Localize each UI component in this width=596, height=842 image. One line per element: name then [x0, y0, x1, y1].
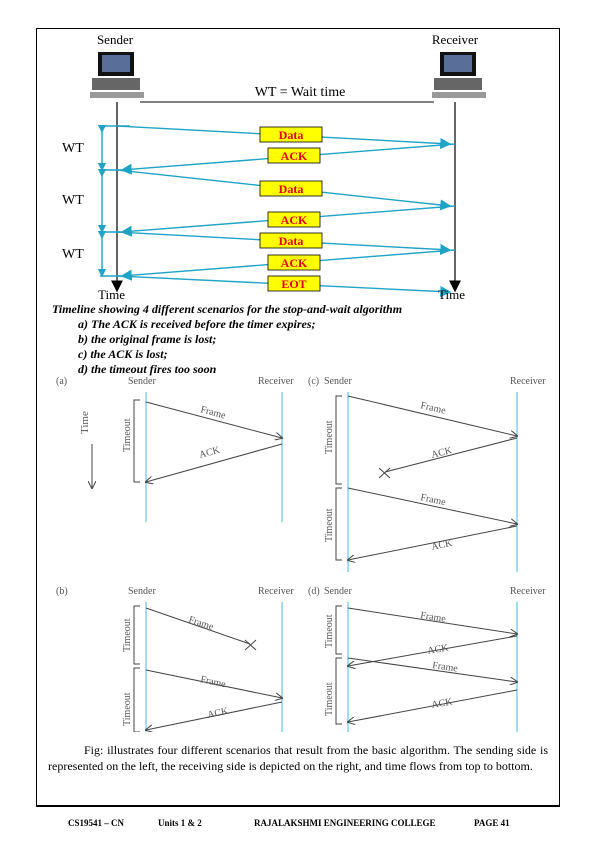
- frame-box-data-2: Data: [259, 180, 323, 197]
- wt-interval-markers: [97, 124, 130, 278]
- figure-description-text: Fig: illustrates four different scenario…: [48, 743, 548, 773]
- time-label-right: Time: [438, 287, 465, 300]
- svg-text:EOT: EOT: [281, 277, 306, 291]
- wt-label-3: WT: [62, 247, 84, 262]
- footer-divider: [36, 806, 560, 807]
- scenario-b-ack-arrow: [146, 701, 283, 730]
- scenario-d-frame-arrow-2: [347, 657, 517, 682]
- wt-label-1: WT: [62, 141, 84, 156]
- scenario-b-timeout-label-1: Timeout: [122, 618, 133, 652]
- scenario-a-timeout-label: Timeout: [122, 418, 133, 452]
- scenario-a-tag: (a): [56, 376, 67, 387]
- scenarios-diagram: (a) Sender Receiver Timeout Time Frame A…: [56, 376, 546, 732]
- svg-text:ACK: ACK: [281, 149, 308, 163]
- scenario-b-frame-arrow-2: [145, 669, 282, 698]
- footer-units: Units 1 & 2: [158, 818, 202, 828]
- scenario-b-ack-label: ACK: [206, 706, 230, 721]
- scenario-b-frame-label-1: Frame: [187, 614, 215, 633]
- figure-description: Fig: illustrates four different scenario…: [48, 742, 548, 774]
- scenario-a-time-label: Time: [79, 411, 91, 434]
- frame-box-eot: EOT: [267, 275, 321, 292]
- figure-caption: Timeline showing 4 different scenarios f…: [52, 302, 402, 377]
- scenario-d-timeout-bracket-1: [335, 605, 342, 655]
- receiver-label: Receiver: [432, 32, 479, 47]
- scenario-c-frame-arrow-2: [347, 487, 517, 524]
- scenario-d-tag: (d): [308, 586, 320, 597]
- scenario-c-timeout-label-2: Timeout: [324, 508, 335, 542]
- footer-college: RAJALAKSHMI ENGINEERING COLLEGE: [254, 818, 436, 828]
- scenario-list: a) The ACK is received before the timer …: [56, 317, 402, 377]
- svg-text:ACK: ACK: [281, 256, 308, 270]
- scenario-b-timeout-bracket-1: [133, 605, 140, 665]
- scenario-c-timeout-label-1: Timeout: [324, 420, 335, 454]
- frame-box-ack-1: ACK: [267, 147, 321, 164]
- scenario-d-ack-arrow-2: [348, 689, 518, 722]
- scenario-c-ack-label-1: ACK: [430, 445, 454, 461]
- frame-box-data-3: Data: [259, 232, 323, 249]
- scenario-b-frame-label-2: Frame: [199, 674, 227, 690]
- scenario-d-timeout-bracket-2: [335, 657, 342, 725]
- svg-text:Data: Data: [279, 128, 304, 142]
- svg-text:ACK: ACK: [281, 213, 308, 227]
- scenario-c-ack-lost: [384, 437, 518, 473]
- svg-text:Data: Data: [279, 234, 304, 248]
- scenario-c-lost-mark-icon: [378, 467, 391, 479]
- scenario-item-c: c) the ACK is lost;: [78, 347, 168, 361]
- scenario-item-b: b) the original frame is lost;: [78, 332, 217, 346]
- time-label-left: Time: [98, 287, 125, 300]
- scenario-b-sender: Sender: [128, 586, 156, 597]
- scenario-c-timeout-bracket-2: [335, 487, 342, 561]
- scenario-b-receiver: Receiver: [258, 586, 294, 597]
- scenario-d-timeout-label-2: Timeout: [324, 682, 335, 716]
- scenario-c-frame-arrow-1: [347, 395, 517, 436]
- scenario-c-ack-label-2: ACK: [430, 538, 454, 553]
- scenario-b-timeout-label-2: Timeout: [122, 692, 133, 726]
- footer-course: CS19541 – CN: [68, 818, 125, 828]
- page-border: [36, 28, 560, 806]
- frame-box-ack-2: ACK: [267, 211, 321, 228]
- scenario-b-timeout-bracket-2: [133, 667, 140, 732]
- scenario-d-frame-label-1: Frame: [420, 610, 448, 625]
- receiver-computer-icon: [432, 52, 486, 98]
- caption-title: Timeline showing 4 different scenarios f…: [52, 302, 403, 316]
- scenario-d-receiver: Receiver: [510, 586, 546, 597]
- scenario-d-ack-arrow-1: [348, 635, 518, 666]
- scenario-item-d: d) the timeout fires too soon: [78, 362, 217, 376]
- frame-box-data-1: Data: [259, 126, 323, 143]
- scenario-a-receiver: Receiver: [258, 376, 294, 387]
- scenario-c-frame-label-2: Frame: [419, 492, 447, 508]
- scenario-a-sender: Sender: [128, 376, 156, 387]
- scenario-d-sender: Sender: [324, 586, 352, 597]
- scenario-d-ack-label-1: ACK: [427, 642, 450, 657]
- wait-time-legend: WT = Wait time: [255, 85, 346, 100]
- scenario-d-frame-label-2: Frame: [432, 660, 459, 675]
- scenario-a-frame-arrow: [145, 401, 282, 438]
- scenario-a-ack-arrow: [146, 443, 283, 482]
- scenario-c-receiver: Receiver: [510, 376, 546, 387]
- scenario-d-ack-label-2: ACK: [431, 696, 454, 711]
- scenario-a-frame-label: Frame: [199, 404, 227, 421]
- frame-box-ack-3: ACK: [267, 254, 321, 271]
- scenario-b-frame-lost: [145, 607, 251, 645]
- scenario-item-a: a) The ACK is received before the timer …: [78, 317, 316, 331]
- sender-computer-icon: [90, 52, 144, 98]
- wt-label-2: WT: [62, 193, 84, 208]
- scenario-c-sender: Sender: [324, 376, 352, 387]
- scenario-a-timeout-bracket: [133, 399, 140, 483]
- scenario-a-ack-label: ACK: [198, 445, 222, 461]
- scenario-d-frame-arrow-1: [347, 607, 517, 634]
- svg-text:Data: Data: [279, 182, 304, 196]
- sender-label: Sender: [97, 32, 134, 47]
- scenario-d-timeout-label-1: Timeout: [324, 614, 335, 648]
- scenario-b-lost-mark-icon: [244, 639, 257, 651]
- scenario-c-timeout-bracket-1: [335, 395, 342, 485]
- stop-and-wait-timeline-diagram: Sender Receiver WT = Wait time WT WT WT: [62, 32, 486, 300]
- scenario-b-tag: (b): [56, 586, 68, 597]
- scenario-c-ack-arrow-2: [348, 525, 518, 560]
- footer-page: PAGE 41: [474, 818, 510, 828]
- scenario-c-tag: (c): [308, 376, 319, 387]
